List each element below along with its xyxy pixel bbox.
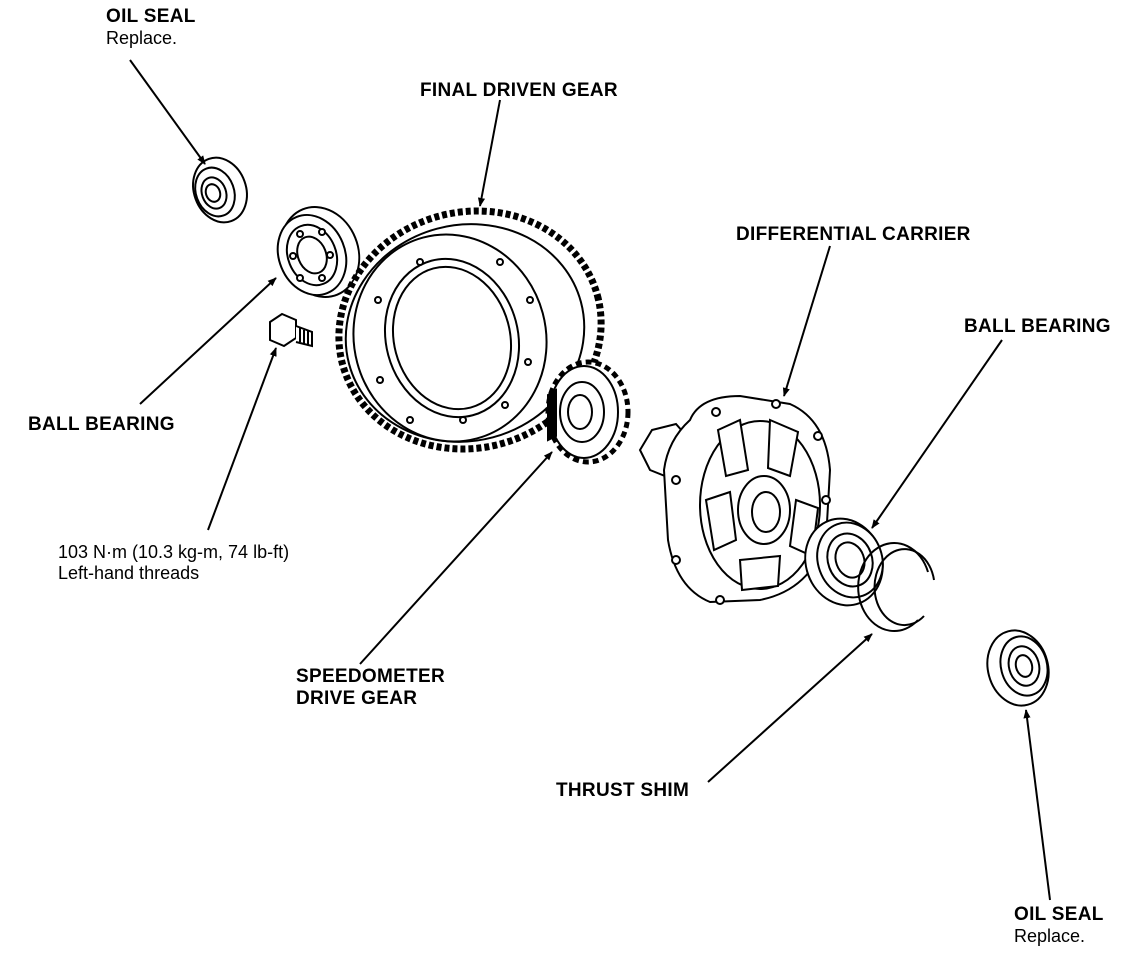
- thrust-shim-label: THRUST SHIM: [556, 780, 689, 802]
- leader-arrows: [130, 60, 1050, 900]
- oil-seal-bottom-title: OIL SEAL: [1014, 904, 1104, 925]
- arrow-speedometer-drive-gear: [360, 452, 552, 664]
- ball-bearing-left-part: [266, 195, 372, 309]
- oil-seal-top-label: OIL SEAL Replace.: [106, 6, 196, 49]
- differential-carrier-part: [640, 396, 830, 604]
- arrow-bolt: [208, 347, 276, 530]
- thrust-shim-part: [858, 543, 934, 631]
- oil-seal-bottom-part: [979, 624, 1057, 713]
- bolt-torque-label: 103 N·m (10.3 kg-m, 74 lb-ft) Left-hand …: [58, 542, 289, 583]
- oil-seal-top-part: [184, 150, 255, 230]
- speedometer-drive-gear-line1: SPEEDOMETER: [296, 666, 445, 687]
- arrow-final-driven-gear: [477, 100, 500, 207]
- ball-bearing-right-label: BALL BEARING: [964, 316, 1111, 338]
- oil-seal-top-title: OIL SEAL: [106, 6, 196, 27]
- ball-bearing-left-title: BALL BEARING: [28, 414, 175, 435]
- arrow-thrust-shim: [708, 634, 872, 782]
- ball-bearing-right-title: BALL BEARING: [964, 316, 1111, 337]
- bolt-torque-note: Left-hand threads: [58, 562, 200, 583]
- final-driven-gear-title: FINAL DRIVEN GEAR: [420, 80, 618, 101]
- ball-bearing-right-part: [793, 508, 895, 617]
- differential-carrier-title: DIFFERENTIAL CARRIER: [736, 224, 971, 245]
- oil-seal-top-note: Replace.: [106, 27, 178, 48]
- differential-carrier-label: DIFFERENTIAL CARRIER: [736, 224, 971, 246]
- arrow-ball-bearing-left: [140, 278, 276, 404]
- speedometer-drive-gear-part: [548, 362, 628, 462]
- arrow-ball-bearing-right: [872, 340, 1002, 529]
- arrow-oil-seal-top: [130, 60, 205, 165]
- final-driven-gear-label: FINAL DRIVEN GEAR: [420, 80, 618, 102]
- arrow-differential-carrier: [782, 246, 830, 397]
- final-driven-gear-part: [312, 182, 628, 478]
- bolt-torque-spec: 103 N·m (10.3 kg-m, 74 lb-ft): [58, 542, 290, 562]
- speedometer-drive-gear-label: SPEEDOMETER DRIVE GEAR: [296, 666, 445, 710]
- oil-seal-bottom-label: OIL SEAL Replace.: [1014, 904, 1104, 947]
- speedometer-drive-gear-line2: DRIVE GEAR: [296, 687, 418, 709]
- arrow-oil-seal-bottom: [1023, 709, 1050, 900]
- oil-seal-bottom-note: Replace.: [1014, 925, 1086, 946]
- ball-bearing-left-label: BALL BEARING: [28, 414, 175, 436]
- thrust-shim-title: THRUST SHIM: [556, 780, 690, 801]
- bolt-part: [270, 314, 312, 346]
